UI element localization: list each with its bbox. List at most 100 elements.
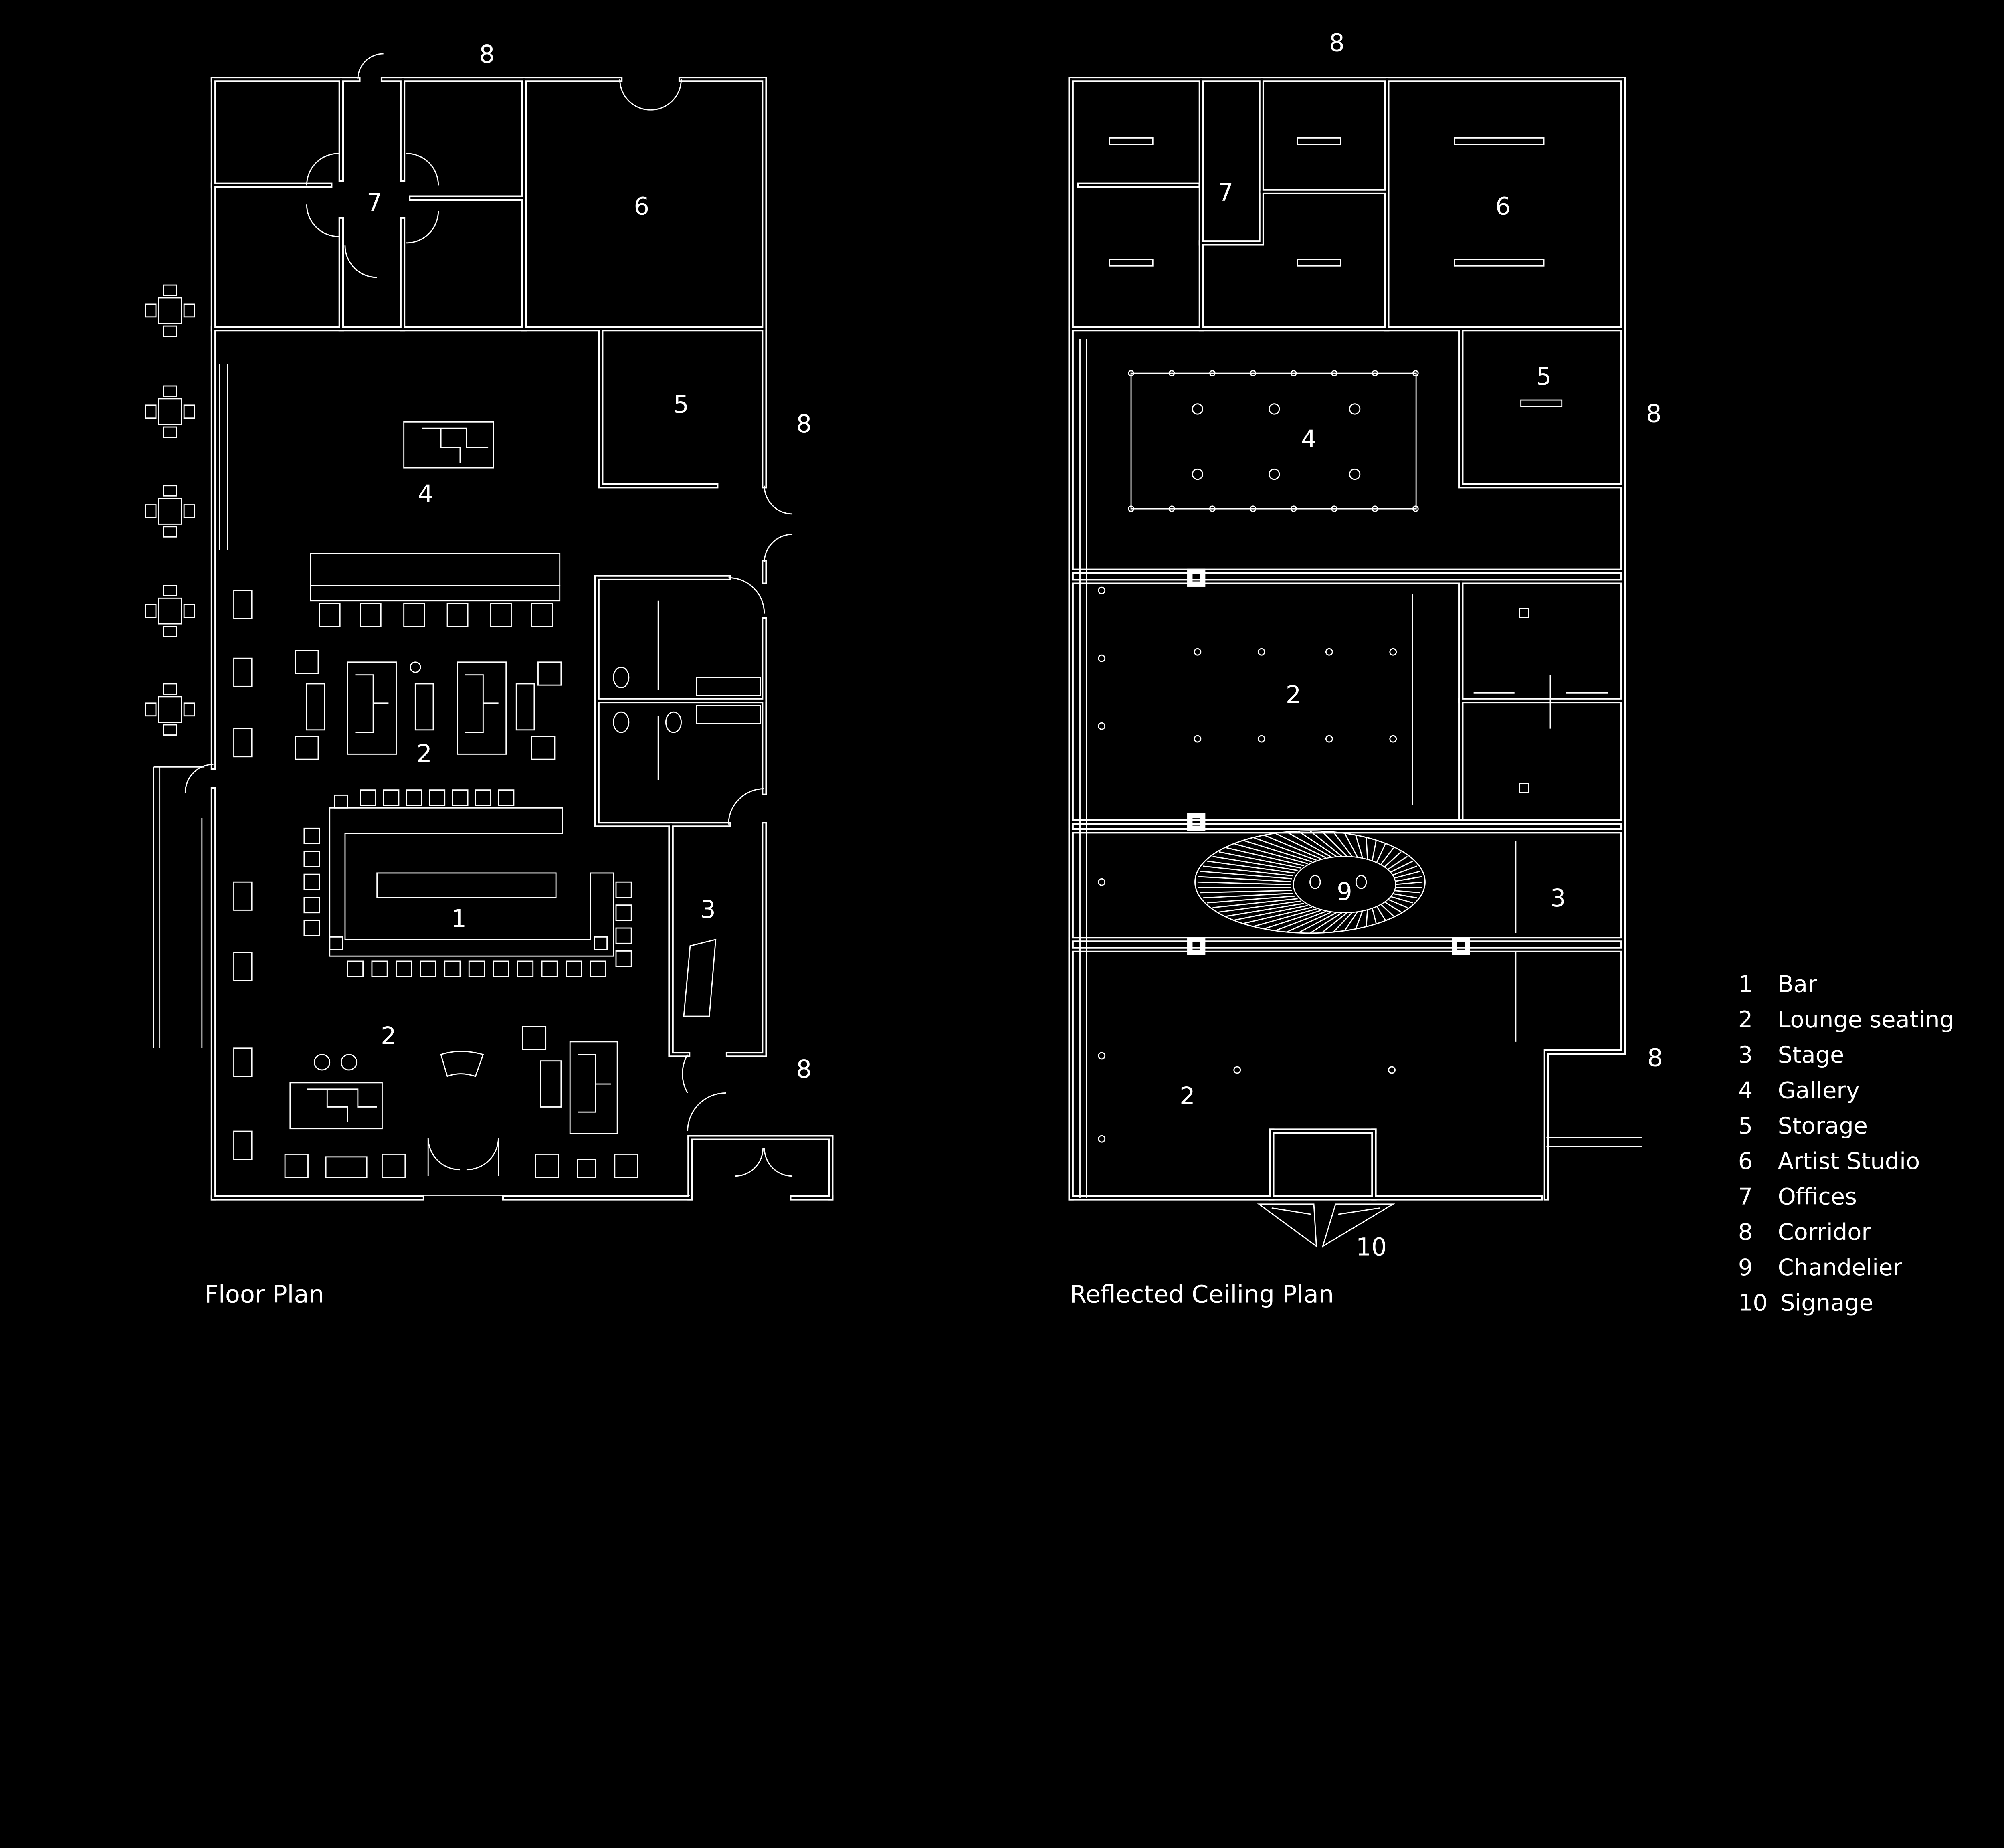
track-light — [1168, 505, 1175, 512]
ceiling-plan-fixtures — [1098, 137, 1608, 1248]
legend-number: 6 — [1738, 1148, 1753, 1175]
door-swing — [184, 764, 214, 793]
chandelier-strand — [1212, 856, 1298, 871]
track-light — [1372, 370, 1378, 376]
column — [594, 936, 608, 950]
chair — [145, 604, 157, 618]
chandelier-strand — [1197, 881, 1291, 886]
ceiling-plan-caption: Reflected Ceiling Plan — [1070, 1280, 1334, 1308]
chandelier-strand — [1376, 843, 1386, 864]
gallery-track — [1130, 372, 1417, 510]
door-swing — [764, 1148, 793, 1177]
lounge-chair — [295, 650, 319, 674]
chandelier-strand — [1200, 871, 1292, 880]
window — [219, 364, 228, 550]
column — [334, 794, 348, 809]
wall-core — [600, 327, 717, 487]
side-table — [540, 1060, 562, 1108]
legend-number: 5 — [1738, 1112, 1753, 1139]
architectural-drawing: 8 7 6 5 8 4 2 1 3 2 8 8 7 6 5 8 4 2 9 3 … — [145, 29, 1954, 1316]
side-table — [577, 1159, 596, 1178]
downlight — [1098, 1135, 1106, 1143]
room-label: 8 — [796, 410, 812, 438]
dining-table — [158, 297, 182, 324]
bar-stool — [517, 960, 534, 977]
booth-table — [233, 952, 253, 981]
linear-light — [1109, 137, 1154, 145]
table-round — [340, 1054, 358, 1071]
bar-stool — [420, 960, 436, 977]
downlight — [1269, 403, 1280, 415]
chandelier-strand — [1298, 912, 1337, 934]
bar-back — [310, 585, 561, 602]
bar-stool — [444, 960, 461, 977]
column — [329, 936, 343, 950]
room-label: 4 — [1301, 425, 1317, 453]
booth-table — [233, 657, 253, 687]
sofa — [347, 661, 397, 755]
table-round — [410, 661, 421, 673]
wall-core — [670, 823, 689, 1056]
bar-stool — [428, 789, 446, 806]
room-label: 9 — [1337, 878, 1352, 906]
track-light — [1128, 370, 1134, 376]
downlight — [1257, 648, 1265, 656]
bar-stool — [303, 851, 320, 867]
sofa — [569, 1041, 618, 1134]
door-swing — [735, 1148, 764, 1177]
legend-number: 7 — [1738, 1183, 1753, 1210]
chandelier-strand — [1198, 876, 1291, 882]
legend-label: Artist Studio — [1778, 1148, 1920, 1175]
sofa-pattern — [465, 674, 499, 733]
lounge-chair — [531, 736, 556, 760]
bar-stool — [490, 603, 512, 627]
chandelier-strand — [1226, 847, 1304, 867]
legend-number: 8 — [1738, 1219, 1753, 1245]
chandelier-strand — [1392, 876, 1422, 882]
track-light — [1250, 505, 1257, 512]
chandelier-strand — [1333, 912, 1353, 933]
pendant-track — [1412, 594, 1517, 1042]
room-label: 5 — [1536, 363, 1552, 391]
chandelier-strand — [1275, 833, 1327, 859]
lounge-chair — [295, 736, 319, 760]
column — [1187, 937, 1206, 955]
chair — [163, 626, 177, 637]
room-label: 2 — [381, 1022, 396, 1050]
room-label: 6 — [1495, 193, 1511, 221]
door-swing — [344, 245, 377, 278]
chandelier-strand — [1333, 831, 1353, 857]
door-swing — [466, 1137, 499, 1171]
lounge-chair — [537, 661, 562, 686]
chandelier-strand — [1286, 831, 1332, 858]
chandelier-strand — [1203, 865, 1294, 877]
dining-table — [158, 398, 182, 425]
room-label: 8 — [796, 1055, 812, 1084]
door-swing — [357, 53, 384, 79]
wall-core — [1460, 327, 1624, 487]
bar-stool — [452, 789, 469, 806]
room-label: 7 — [1218, 179, 1234, 207]
door-swing — [764, 534, 793, 563]
bar-stool — [360, 789, 376, 806]
ceiling-plan-room-labels: 8 7 6 5 8 4 2 9 3 8 2 10 — [1180, 29, 1663, 1262]
lounge-chair — [284, 1154, 309, 1178]
room-label: 8 — [1646, 400, 1662, 428]
coffee-table — [325, 1156, 368, 1178]
chandelier-strand — [1219, 851, 1301, 869]
booth-table — [233, 590, 253, 619]
chandelier-strand — [1286, 911, 1332, 933]
wall-core — [596, 576, 730, 826]
toilet — [613, 711, 630, 733]
pendant — [1355, 875, 1367, 889]
bar-stool — [303, 827, 320, 845]
chandelier-strand — [1203, 892, 1293, 899]
chandelier-strand — [1380, 903, 1394, 917]
floor-plan-walls — [153, 53, 834, 1201]
track-light — [1250, 370, 1257, 376]
door-swing — [306, 204, 339, 237]
chandelier-strand — [1244, 840, 1312, 863]
